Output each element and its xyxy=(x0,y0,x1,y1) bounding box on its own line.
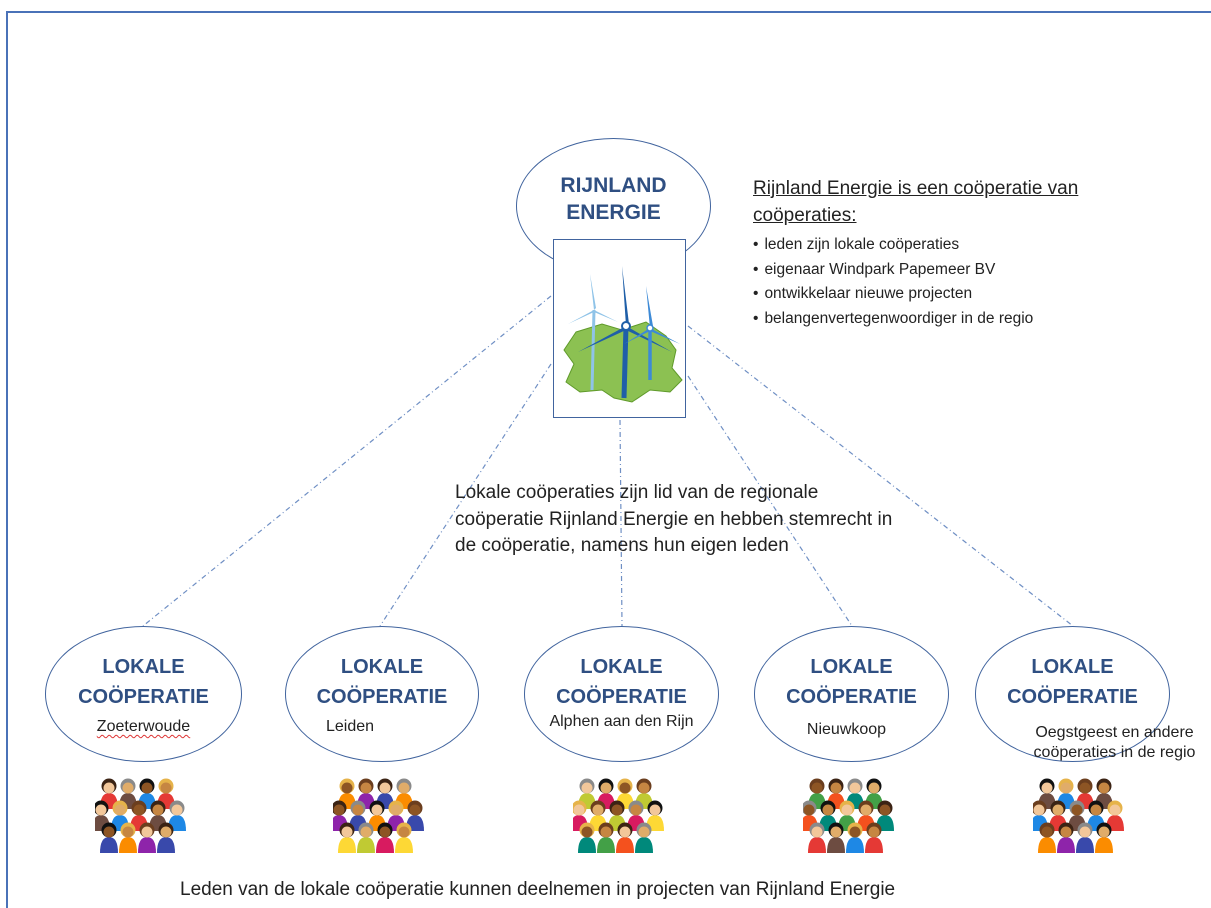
connector-alphen xyxy=(619,419,623,627)
local-ellipse-oegstgeest xyxy=(975,626,1170,762)
members-crowd-icon xyxy=(570,773,667,860)
participation-note: Leden van de lokale coöperatie kunnen de… xyxy=(180,879,896,900)
connector-zoeterwoude xyxy=(142,295,552,627)
members-crowd-icon xyxy=(92,773,189,860)
connector-nieuwkoop xyxy=(687,375,853,627)
local-title: LOKALE COÖPERATIE xyxy=(786,656,917,708)
members-crowd-icon xyxy=(800,773,897,860)
local-name-leiden: Leiden xyxy=(325,718,375,735)
info-bullet: belangenvertegenwoordiger in de regio xyxy=(753,307,1033,332)
local-name-alphen: Alphen aan den Rijn xyxy=(549,713,694,730)
local-ellipse-alphen xyxy=(524,626,719,762)
rijnland-logo xyxy=(553,239,686,418)
connector-leiden xyxy=(379,363,552,627)
info-bullet-list: leden zijn lokale coöperaties eigenaar W… xyxy=(753,233,1033,331)
members-crowd-icon xyxy=(330,773,427,860)
connector-oegstgeest xyxy=(687,325,1074,627)
local-title: LOKALE COÖPERATIE xyxy=(78,656,209,708)
windpark-map-icon xyxy=(563,266,683,403)
local-name-nieuwkoop: Nieuwkoop xyxy=(806,721,887,738)
local-title: LOKALE COÖPERATIE xyxy=(556,656,687,708)
local-name-oegstgeest: Oegstgeest en andere coöperaties in de r… xyxy=(1033,724,1196,761)
local-name-zoeterwoude: Zoeterwoude xyxy=(96,718,191,735)
info-bullet: leden zijn lokale coöperaties xyxy=(753,233,1033,258)
slide-frame xyxy=(6,11,1211,908)
info-heading: Rijnland Energie is een coöperatie van c… xyxy=(753,178,1079,226)
central-title: RIJNLAND ENERGIE xyxy=(560,174,667,224)
membership-explanation: Lokale coöperaties zijn lid van de regio… xyxy=(455,482,893,556)
local-ellipse-leiden xyxy=(285,626,479,762)
local-title: LOKALE COÖPERATIE xyxy=(1007,656,1138,708)
members-crowd-icon xyxy=(1030,773,1127,860)
info-bullet: ontwikkelaar nieuwe projecten xyxy=(753,282,1033,307)
local-ellipse-zoeterwoude xyxy=(45,626,242,762)
info-bullet: eigenaar Windpark Papemeer BV xyxy=(753,258,1033,283)
local-ellipse-nieuwkoop xyxy=(754,626,949,762)
local-title: LOKALE COÖPERATIE xyxy=(316,656,448,708)
